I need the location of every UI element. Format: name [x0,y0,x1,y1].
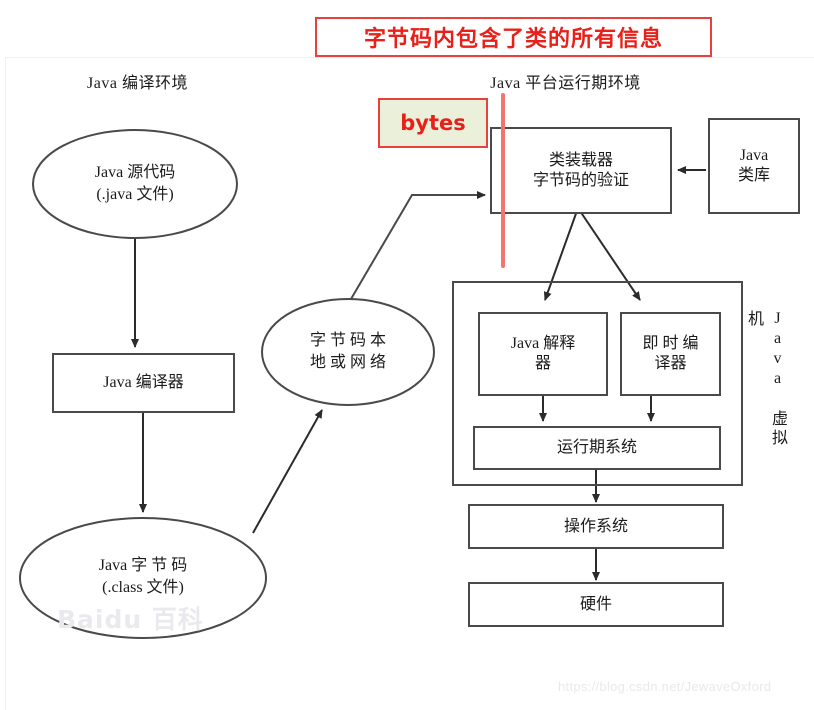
baidu-watermark: Baidu 百科 [57,605,204,634]
bytes-callout-text: bytes [400,111,466,135]
interpreter-box: Java 解释 器 [478,312,608,396]
jit-compiler-box: 即 时 编 译器 [620,312,721,396]
title-banner-text: 字节码内包含了类的所有信息 [363,27,663,52]
runtime-system-label: 运行期系统 [556,439,637,456]
red-vertical-marker [501,93,505,268]
csdn-watermark: https://blog.csdn.net/JewaveOxford [558,679,772,694]
class-loader-label: 类装载器 字节码的验证 [532,151,629,189]
interpreter-label: Java 解释 器 [510,335,576,372]
operating-system-box: 操作系统 [468,504,724,549]
runtime-system-box: 运行期系统 [473,426,721,470]
class-loader-box: 类装载器 字节码的验证 [490,127,672,214]
section-title-compile-environment: Java 编译环境 [87,75,188,92]
source-code-label: Java 源代码 (.java 文件) [94,164,176,203]
bytecode-transport-label: 字 节 码 本 地 或 网 络 [309,332,386,371]
class-library-label: Java 类库 [737,147,770,184]
jvm-side-label: Java 虚拟机 [745,310,786,448]
compiler-label: Java 编译器 [103,374,184,391]
title-banner: 字节码内包含了类的所有信息 [315,17,712,57]
operating-system-label: 操作系统 [563,517,628,535]
compiler-box: Java 编译器 [52,353,235,413]
hardware-box: 硬件 [468,582,724,627]
hardware-label: 硬件 [579,595,612,613]
bytes-callout: bytes [378,98,488,148]
class-library-box: Java 类库 [708,118,800,214]
jit-compiler-label: 即 时 编 译器 [642,335,699,372]
section-title-runtime-environment: Java 平台运行期环境 [490,75,641,92]
